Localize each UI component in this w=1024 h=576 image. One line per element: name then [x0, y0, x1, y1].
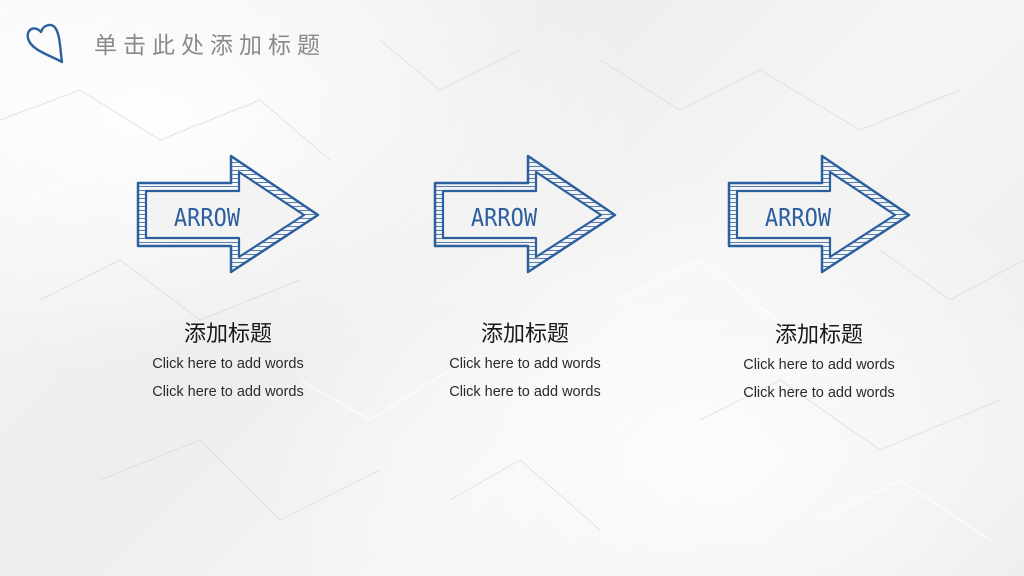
card-text-line[interactable]: Click here to add words — [152, 384, 304, 400]
card-text-line[interactable]: Click here to add words — [449, 384, 601, 400]
arrow-label: ARROW — [174, 202, 241, 232]
card-text-line[interactable]: Click here to add words — [743, 357, 895, 373]
card-text-line[interactable]: Click here to add words — [743, 385, 895, 401]
arrow-sketch-icon: ARROW — [433, 154, 617, 274]
arrow-label: ARROW — [471, 202, 538, 232]
header: 单击此处添加标题 — [22, 20, 326, 66]
arrow-card: ARROW 添加标题 Click here to add words Click… — [709, 150, 929, 407]
arrow-card: ARROW 添加标题 Click here to add words Click… — [118, 150, 338, 406]
arrow-label: ARROW — [765, 202, 832, 232]
card-title[interactable]: 添加标题 — [480, 322, 569, 347]
card-title[interactable]: 添加标题 — [774, 323, 863, 348]
page-title[interactable]: 单击此处添加标题 — [94, 33, 326, 59]
arrow-sketch-icon: ARROW — [136, 154, 320, 274]
arrow-sketch-icon: ARROW — [727, 154, 911, 274]
card-text-line[interactable]: Click here to add words — [152, 356, 304, 372]
card-text-line[interactable]: Click here to add words — [449, 356, 601, 372]
card-title[interactable]: 添加标题 — [183, 322, 272, 347]
arrow-card: ARROW 添加标题 Click here to add words Click… — [415, 150, 635, 406]
heart-outline-icon — [26, 23, 64, 64]
